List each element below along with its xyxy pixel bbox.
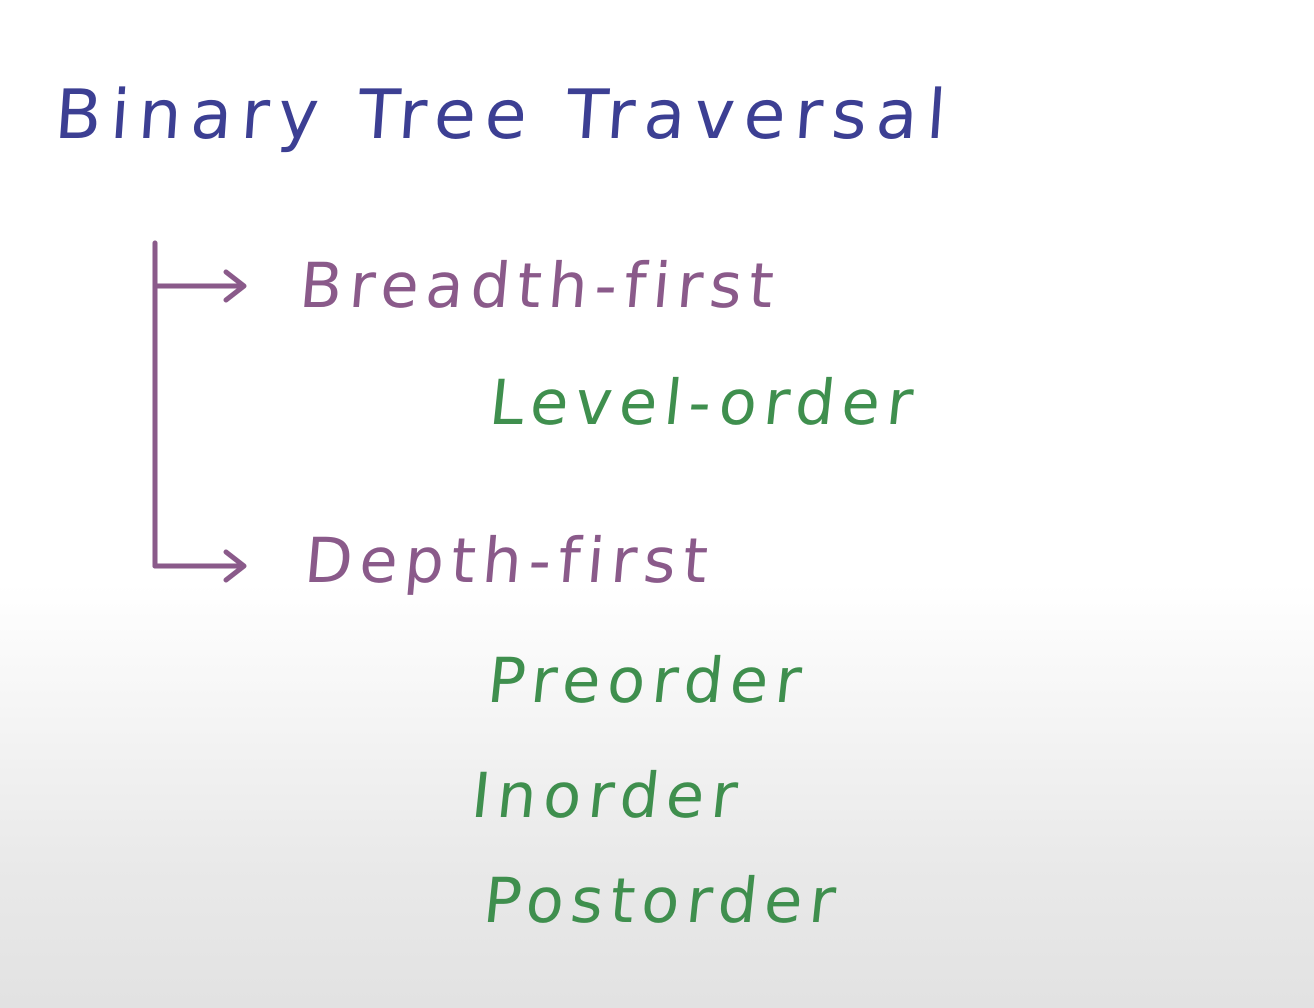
breadth-first-arrow [152, 269, 247, 303]
traversal-postorder: Postorder [480, 864, 846, 937]
depth-first-arrow [152, 549, 247, 583]
traversal-level-order: Level-order [486, 366, 924, 439]
diagram-title: Binary Tree Traversal [52, 76, 958, 155]
traversal-inorder: Inorder [468, 759, 748, 832]
traversal-preorder: Preorder [484, 644, 812, 717]
category-breadth-first: Breadth-first [296, 249, 784, 322]
category-depth-first: Depth-first [301, 524, 718, 597]
